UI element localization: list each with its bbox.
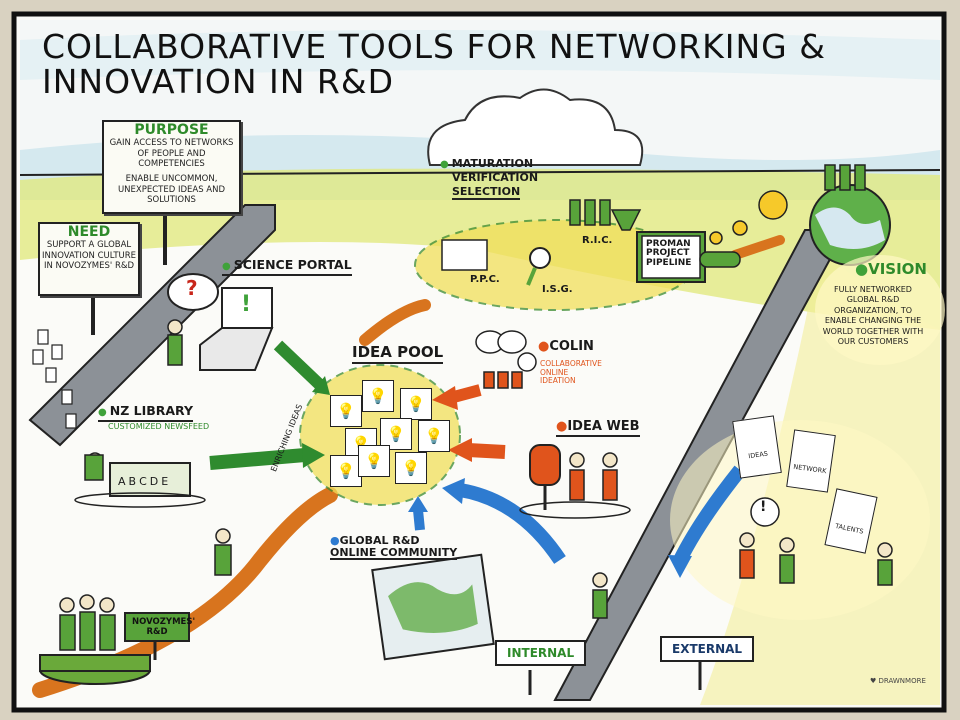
selection-label: SELECTION	[452, 185, 521, 200]
title-line-2: INNOVATION IN R&D	[42, 61, 394, 101]
artist-credit: ♥ DRAWNMORE	[870, 677, 926, 685]
shelf-a: A	[118, 475, 126, 488]
page-title: COLLABORATIVE TOOLS FOR NETWORKING & INN…	[42, 27, 826, 101]
proman-label: PROMAN PROJECT PIPELINE	[646, 239, 692, 268]
proman-line-3: PIPELINE	[646, 257, 692, 268]
shelf-e: E	[161, 475, 169, 488]
global-community-text-1: GLOBAL R&D	[339, 534, 420, 547]
idea-note: 💡	[358, 445, 390, 477]
idea-note: 💡	[418, 420, 450, 452]
ideas-card: IDEAS	[732, 415, 782, 479]
shelf-c: C	[139, 475, 147, 488]
external-sign: EXTERNAL	[660, 636, 755, 662]
shelf-b: B	[128, 475, 137, 488]
ppc-label: P.P.C.	[470, 274, 500, 285]
idea-note: 💡	[330, 455, 362, 487]
idea-web-text: IDEA WEB	[567, 419, 640, 434]
colin-sub-3: IDEATION	[540, 376, 576, 386]
purpose-heading: PURPOSE	[134, 122, 209, 138]
need-sign: NEED SUPPORT A GLOBAL INNOVATION CULTURE…	[38, 222, 140, 296]
global-community-line-1: ●GLOBAL R&D	[330, 534, 420, 547]
idea-note: 💡	[362, 380, 394, 412]
idea-web-label: ●IDEA WEB	[556, 420, 640, 437]
global-community-line-2: ONLINE COMMUNITY	[330, 545, 458, 561]
internal-sign: INTERNAL	[495, 640, 587, 666]
idea-pool-label: IDEA POOL	[352, 344, 444, 364]
left-wall	[28, 204, 276, 447]
idea-note: 💡	[380, 418, 412, 450]
need-text: SUPPORT A GLOBAL INNOVATION CULTURE IN N…	[41, 240, 137, 272]
isg-label: I.S.G.	[542, 284, 573, 295]
idea-note: 💡	[400, 388, 432, 420]
ric-label: R.I.C.	[582, 235, 613, 246]
exclaim-bubble: !	[760, 499, 767, 515]
proman-line-2: PROJECT	[646, 248, 690, 259]
vision-text: FULLY NETWORKED GLOBAL R&D ORGANIZATION,…	[822, 285, 924, 346]
maturation-label: MATURATION	[440, 158, 533, 171]
network-card: NETWORK	[786, 429, 836, 493]
title-line-1: COLLABORATIVE TOOLS FOR NETWORKING &	[42, 27, 826, 66]
question-mark: ?	[186, 276, 198, 300]
bookshelf-labels: A B C D E	[118, 476, 168, 488]
colin-label: ●COLIN	[538, 339, 594, 354]
nz-library-label: NZ LIBRARY	[98, 404, 194, 422]
colin-sub-2: ONLINE	[540, 367, 569, 377]
cloud	[427, 88, 644, 166]
purpose-text-2: ENABLE UNCOMMON, UNEXPECTED IDEAS AND SO…	[117, 173, 226, 206]
idea-note: 💡	[330, 395, 362, 427]
nz-library-sub: CUSTOMIZED NEWSFEED	[108, 422, 210, 431]
novozymes-sign: NOVOZYMES' R&D	[124, 612, 195, 642]
purpose-text-1: GAIN ACCESS TO NETWORKS OF PEOPLE AND CO…	[109, 138, 234, 170]
verification-label: VERIFICATION	[452, 171, 539, 184]
idea-note: 💡	[395, 452, 427, 484]
global-community-label: ●GLOBAL R&D ONLINE COMMUNITY	[330, 534, 458, 561]
science-portal-label: SCIENCE PORTAL	[222, 258, 352, 276]
purpose-sign: PURPOSE GAIN ACCESS TO NETWORKS OF PEOPL…	[102, 120, 241, 214]
proman-line-1: PROMAN	[646, 239, 691, 249]
colin-sub-1: COLLABORATIVE	[540, 359, 602, 368]
vision-heading-text: VISION	[868, 260, 927, 278]
colin-sub: COLLABORATIVE ONLINE IDEATION	[540, 359, 602, 386]
need-heading: NEED	[67, 224, 111, 240]
screen-exclamation: !	[241, 292, 252, 317]
vision-heading: ●VISION	[855, 260, 927, 278]
shelf-d: D	[149, 475, 159, 488]
colin-text: COLIN	[549, 339, 594, 354]
